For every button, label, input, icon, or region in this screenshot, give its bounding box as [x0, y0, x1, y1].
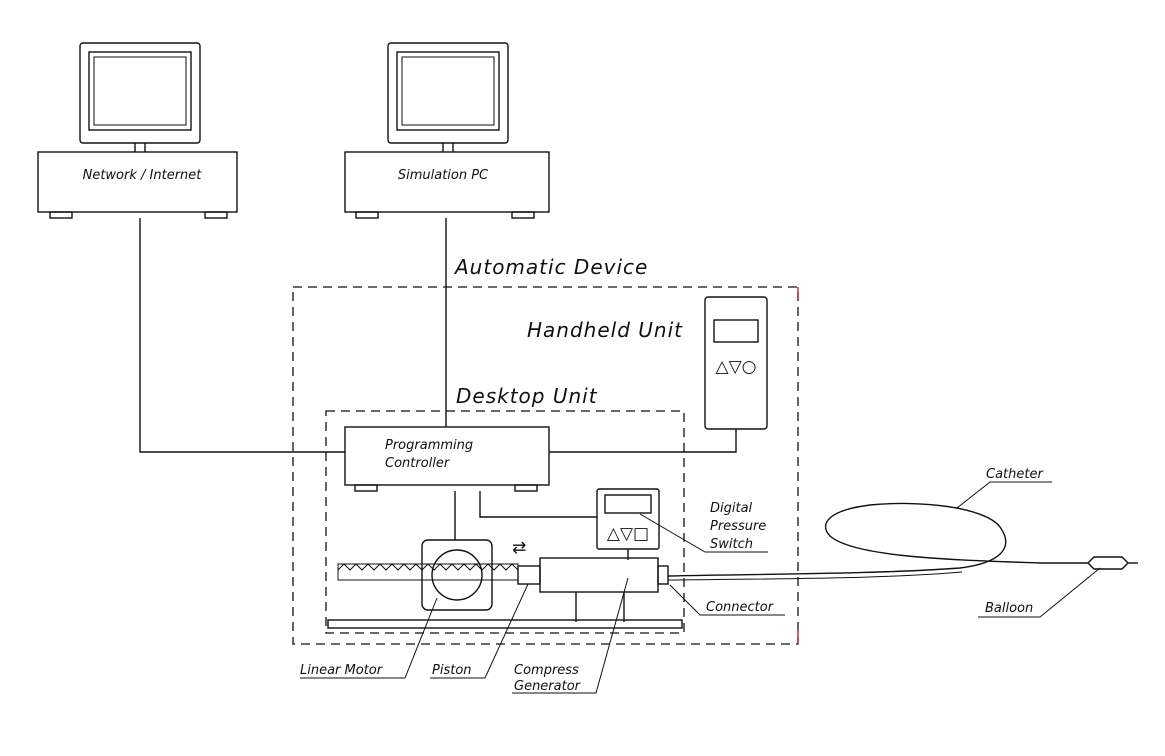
piston-label: Piston [432, 663, 472, 678]
switch-label-line1: Digital [710, 501, 753, 516]
controller-label-line1: Programming [385, 438, 473, 453]
piston-leader [430, 583, 529, 679]
simulation-monitor [387, 42, 509, 144]
balloon [1087, 556, 1138, 570]
handheld-display [713, 319, 759, 343]
compress-label-line2: Generator [514, 679, 582, 694]
piston-head [517, 565, 541, 585]
network-screen-outer [88, 51, 192, 131]
balloon-label: Balloon [985, 601, 1033, 616]
switch-label-line3: Switch [710, 537, 753, 552]
simulation-box [344, 151, 550, 213]
simulation-screen-inner [401, 56, 495, 126]
switch-buttons: △▽□ [607, 524, 649, 544]
direction-arrows: ⇄ [512, 538, 526, 558]
base-plate [327, 619, 683, 629]
automatic-device-label: Automatic Device [453, 255, 648, 279]
controller-switch-cable [479, 491, 597, 518]
rack-gear [337, 563, 519, 581]
controller-box [344, 426, 550, 486]
generator-cylinder [539, 557, 659, 593]
simulation-screen-outer [396, 51, 500, 131]
handheld-cable [549, 429, 737, 453]
connector-leader [669, 584, 785, 616]
simulation-foot-right [511, 211, 535, 219]
automatic-device-boundary [292, 286, 799, 645]
network-foot-left [49, 211, 73, 219]
controller-foot-left [354, 484, 378, 492]
motor-body [421, 539, 493, 611]
controller-label-line2: Controller [385, 456, 451, 471]
motor-rotor [431, 549, 483, 601]
network-screen-inner [93, 56, 187, 126]
network-cable [139, 218, 345, 453]
handheld-buttons: △▽○ [716, 357, 757, 377]
programming-controller: Programming Controller [344, 426, 550, 492]
handheld-unit: △▽○ Handheld Unit [527, 296, 768, 430]
simulation-label: Simulation PC [398, 168, 489, 183]
network-computer: Network / Internet [37, 42, 238, 219]
handheld-unit-label: Handheld Unit [527, 318, 683, 342]
network-foot-right [204, 211, 228, 219]
connector-label: Connector [706, 600, 775, 615]
switch-leader [639, 513, 768, 553]
linear-motor-label: Linear Motor [300, 663, 384, 678]
network-monitor [79, 42, 201, 144]
controller-foot-right [514, 484, 538, 492]
rack-teeth [337, 563, 519, 571]
catheter-leader [956, 481, 1052, 509]
generator-outlet [657, 565, 669, 585]
network-box [37, 151, 238, 213]
balloon-leader [978, 567, 1101, 618]
catheter-tube [667, 502, 1088, 577]
desktop-unit-boundary [325, 410, 685, 634]
generator-leader [512, 577, 629, 694]
desktop-unit-label: Desktop Unit [456, 384, 598, 408]
balloon-body [1087, 556, 1129, 570]
simulation-computer: Simulation PC [344, 42, 550, 219]
motor-leader [300, 597, 438, 679]
catheter-tube-inner [667, 571, 963, 581]
compress-generator [517, 557, 669, 622]
simulation-foot-left [355, 211, 379, 219]
network-label: Network / Internet [83, 168, 203, 183]
digital-pressure-switch: △▽□ Digital Pressure Switch [596, 488, 768, 560]
switch-display [604, 494, 652, 514]
compress-label-line1: Compress [514, 663, 579, 678]
catheter-label: Catheter [986, 467, 1044, 482]
linear-motor [421, 539, 493, 611]
switch-label-line2: Pressure [710, 519, 766, 534]
